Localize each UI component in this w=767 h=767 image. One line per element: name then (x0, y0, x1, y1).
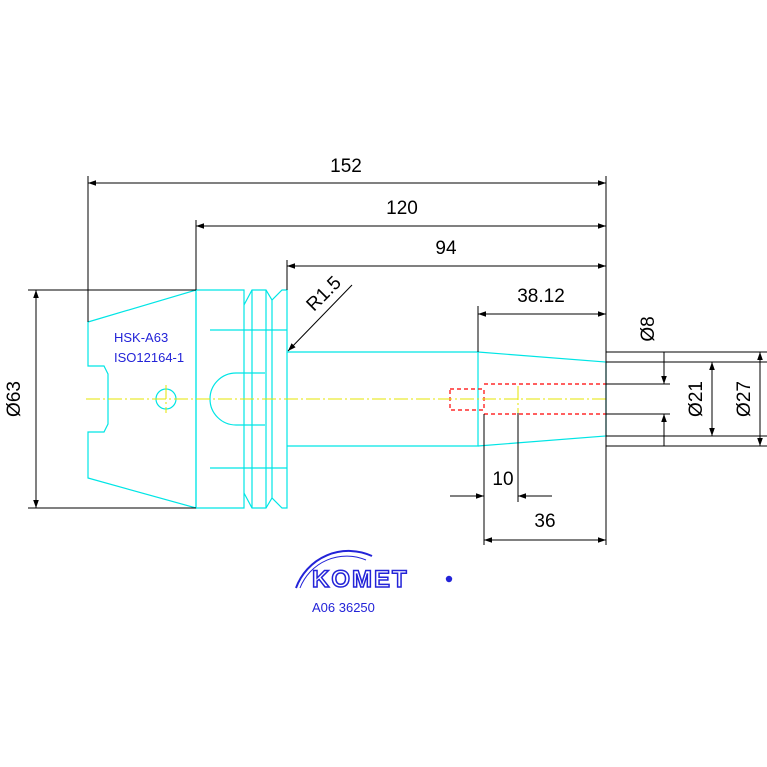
logo-arc (295, 549, 373, 589)
standard-label: ISO12164-1 (114, 350, 184, 365)
dim-text-8: Ø8 (638, 316, 659, 341)
dim-text-36: 36 (534, 511, 555, 532)
dim-text-152: 152 (330, 156, 362, 177)
interface-label: HSK-A63 (114, 330, 168, 345)
dim-text-radius: R1.5 (302, 272, 345, 315)
komet-logo: KOMET (295, 549, 453, 594)
logo-arc-inner (299, 555, 367, 589)
article-number: A06 36250 (312, 600, 375, 615)
dim-text-21: Ø21 (686, 381, 707, 417)
logo-registered-dot (445, 575, 453, 583)
dimension-lines (28, 176, 767, 545)
dim-text-27: Ø27 (734, 381, 755, 417)
dim-text-120: 120 (386, 198, 418, 219)
dim-text-94: 94 (435, 238, 457, 259)
dim-text-38-12: 38.12 (517, 286, 565, 307)
radius-leader (287, 284, 353, 352)
dim-text-10: 10 (492, 469, 513, 490)
tapered-nose (477, 351, 607, 447)
main-bore (484, 383, 606, 415)
logo-wordmark: KOMET (312, 566, 409, 593)
dim-text-63: Ø63 (4, 381, 25, 417)
